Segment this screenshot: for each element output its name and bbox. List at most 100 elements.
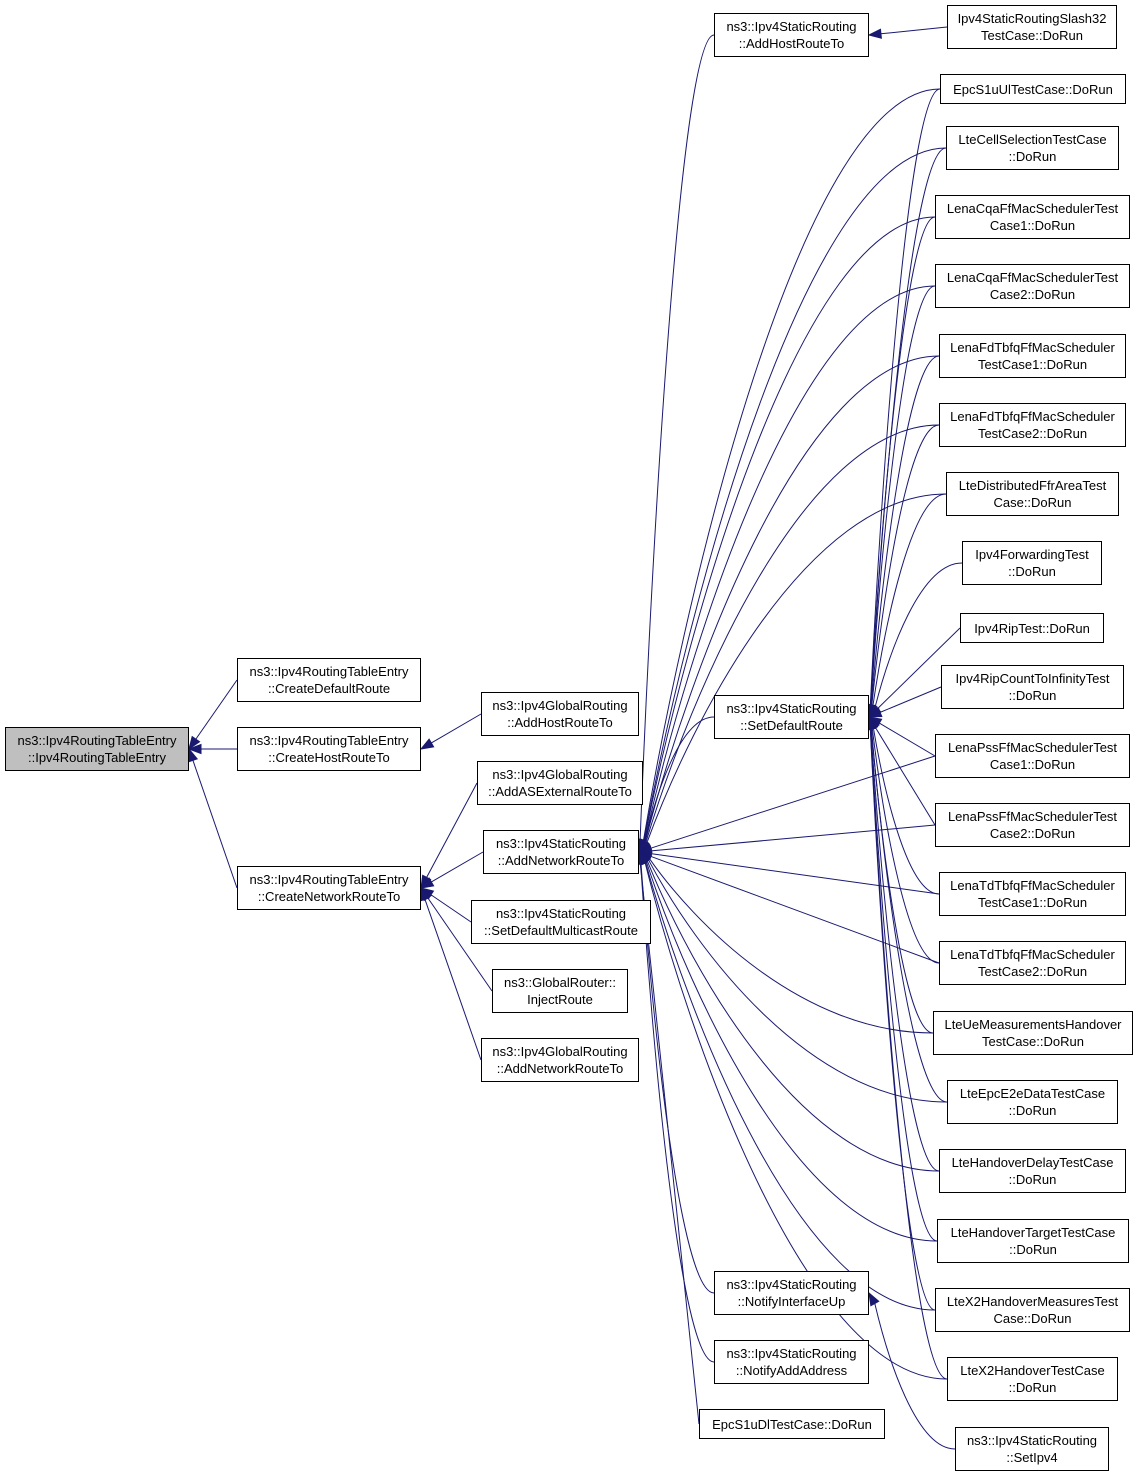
node-static-notify-interface-up[interactable]: ns3::Ipv4StaticRouting::NotifyInterfaceU… <box>714 1271 869 1315</box>
node-create-host-route-to[interactable]: ns3::Ipv4RoutingTableEntry::CreateHostRo… <box>237 727 421 771</box>
edge-create-network-route-to-to-root <box>192 760 238 889</box>
node-global-add-host-route-to[interactable]: ns3::Ipv4GlobalRouting::AddHostRouteTo <box>481 692 639 736</box>
node-label-line: LteX2HandoverMeasuresTest <box>946 1294 1119 1309</box>
node-label-line: ns3::Ipv4StaticRouting <box>726 701 857 716</box>
node-label-line: Case2::DoRun <box>989 287 1076 302</box>
node-label-line: LteHandoverTargetTestCase <box>950 1225 1116 1240</box>
node-label-line: ::SetDefaultMulticastRoute <box>484 923 638 938</box>
node-label-line: ::DoRun <box>1008 149 1057 164</box>
edge-slash32-to-static-add-host-route-to <box>880 26 948 35</box>
edge-arrowhead <box>419 738 435 750</box>
node-label-line: ::AddASExternalRouteTo <box>488 784 632 799</box>
node-label-line: ns3::Ipv4StaticRouting <box>726 1346 857 1361</box>
node-handover-target[interactable]: LteHandoverTargetTestCase::DoRun <box>937 1219 1129 1263</box>
node-create-default-route[interactable]: ns3::Ipv4RoutingTableEntry::CreateDefaul… <box>237 658 421 702</box>
node-label-line: ::NotifyAddAddress <box>735 1363 848 1378</box>
node-label-line: ns3::Ipv4GlobalRouting <box>492 698 628 713</box>
node-label-line: ns3::Ipv4RoutingTableEntry <box>17 733 177 748</box>
edge-pss1-to-static-set-default-route <box>879 722 936 757</box>
node-static-set-default-multicast-route[interactable]: ns3::Ipv4StaticRouting::SetDefaultMultic… <box>471 900 651 944</box>
edge-pss1-to-static-add-network-route-to <box>650 755 936 849</box>
node-label-line: ::Ipv4RoutingTableEntry <box>27 750 167 765</box>
node-lte-cell-selection[interactable]: LteCellSelectionTestCase::DoRun <box>946 126 1119 170</box>
node-label-line: EpcS1uDlTestCase::DoRun <box>712 1416 872 1432</box>
edge-global-add-as-external-route-to-to-create-network-route-to <box>426 782 478 878</box>
node-label-line: ns3::Ipv4GlobalRouting <box>492 767 628 782</box>
edge-ffr-area-to-static-add-network-route-to <box>646 493 947 844</box>
node-label-line: Case::DoRun <box>993 1311 1072 1326</box>
node-epc-e2e[interactable]: LteEpcE2eDataTestCase::DoRun <box>947 1080 1118 1124</box>
node-create-network-route-to[interactable]: ns3::Ipv4RoutingTableEntry::CreateNetwor… <box>237 866 421 910</box>
node-label-line: Ipv4RipCountToInfinityTest <box>955 671 1110 686</box>
node-x2-handover[interactable]: LteX2HandoverTestCase::DoRun <box>947 1357 1118 1401</box>
node-root: ns3::Ipv4RoutingTableEntry::Ipv4RoutingT… <box>5 727 189 771</box>
node-label-line: EpcS1uUlTestCase::DoRun <box>953 81 1113 97</box>
edge-fdtbfq1-to-static-add-network-route-to <box>644 355 940 842</box>
node-label-line: ::AddHostRouteTo <box>507 715 613 730</box>
node-label-line: TestCase::DoRun <box>981 28 1083 43</box>
node-static-add-network-route-to[interactable]: ns3::Ipv4StaticRouting::AddNetworkRouteT… <box>483 830 639 874</box>
node-epc-s1u-ul[interactable]: EpcS1uUlTestCase::DoRun <box>940 74 1126 104</box>
edge-cqa2-to-static-add-network-route-to <box>644 285 936 842</box>
edge-arrowhead <box>419 877 435 889</box>
edge-handover-delay-to-static-set-default-route <box>870 728 940 1172</box>
node-label-line: ::CreateNetworkRouteTo <box>257 889 401 904</box>
node-label-line: ::DoRun <box>1008 1172 1057 1187</box>
edge-arrowhead <box>867 707 883 718</box>
node-label-line: ::DoRun <box>1009 1242 1057 1257</box>
node-global-add-as-external-route-to[interactable]: ns3::Ipv4GlobalRouting::AddASExternalRou… <box>477 761 643 805</box>
edge-fdtbfq1-to-static-set-default-route <box>870 355 940 706</box>
edge-static-set-ipv4-to-static-notify-interface-up <box>874 1303 956 1450</box>
node-label-line: ::CreateDefaultRoute <box>267 681 391 696</box>
node-static-set-default-route[interactable]: ns3::Ipv4StaticRouting::SetDefaultRoute <box>714 695 869 739</box>
node-ipv4-rip[interactable]: Ipv4RipTest::DoRun <box>960 613 1104 643</box>
node-label-line: ns3::Ipv4StaticRouting <box>966 1433 1098 1448</box>
edge-pss2-to-static-set-default-route <box>874 726 936 826</box>
edge-cqa2-to-static-set-default-route <box>870 285 936 706</box>
node-label-line: InjectRoute <box>527 992 593 1007</box>
edge-arrowhead <box>868 1291 880 1307</box>
node-label-line: ns3::Ipv4RoutingTableEntry <box>249 664 409 679</box>
edge-handover-delay-to-static-add-network-route-to <box>646 860 940 1172</box>
node-handover-delay[interactable]: LteHandoverDelayTestCase::DoRun <box>939 1149 1126 1193</box>
edge-tdtbfq1-to-static-add-network-route-to <box>650 853 940 895</box>
node-static-notify-add-address[interactable]: ns3::Ipv4StaticRouting::NotifyAddAddress <box>714 1340 869 1384</box>
node-label-line: ns3::Ipv4StaticRouting <box>726 1277 857 1292</box>
node-label-line: LenaPssFfMacSchedulerTest <box>947 809 1118 824</box>
edge-pss2-to-static-add-network-route-to <box>650 824 936 852</box>
node-static-add-host-route-to[interactable]: ns3::Ipv4StaticRouting::AddHostRouteTo <box>714 13 869 57</box>
edge-tdtbfq2-to-static-add-network-route-to <box>650 855 940 964</box>
node-label-line: Ipv4RipTest::DoRun <box>974 620 1090 636</box>
node-global-router-inject-route[interactable]: ns3::GlobalRouter::InjectRoute <box>492 969 628 1013</box>
node-label-line: LteDistributedFfrAreaTest <box>958 478 1107 493</box>
node-label-line: LenaTdTbfqFfMacScheduler <box>950 878 1115 893</box>
edge-tdtbfq1-to-static-set-default-route <box>872 728 940 895</box>
node-label-line: ns3::Ipv4StaticRouting <box>495 906 627 921</box>
node-label-line: LenaTdTbfqFfMacScheduler <box>950 947 1115 962</box>
node-label-line: ::SetDefaultRoute <box>740 718 843 733</box>
edge-arrowhead <box>188 735 201 751</box>
node-label-line: Case1::DoRun <box>989 757 1076 772</box>
node-ipv4-forwarding[interactable]: Ipv4ForwardingTest::DoRun <box>962 541 1102 585</box>
node-label-line: ::AddNetworkRouteTo <box>497 853 625 868</box>
node-ipv4-rip-count[interactable]: Ipv4RipCountToInfinityTest::DoRun <box>941 665 1124 709</box>
node-global-add-network-route-to[interactable]: ns3::Ipv4GlobalRouting::AddNetworkRouteT… <box>481 1038 639 1082</box>
node-label-line: LteHandoverDelayTestCase <box>951 1155 1114 1170</box>
node-static-set-ipv4[interactable]: ns3::Ipv4StaticRouting::SetIpv4 <box>955 1427 1109 1471</box>
node-epc-s1u-dl[interactable]: EpcS1uDlTestCase::DoRun <box>699 1409 885 1439</box>
edge-static-add-host-route-to-to-static-add-network-route-to <box>639 34 715 841</box>
